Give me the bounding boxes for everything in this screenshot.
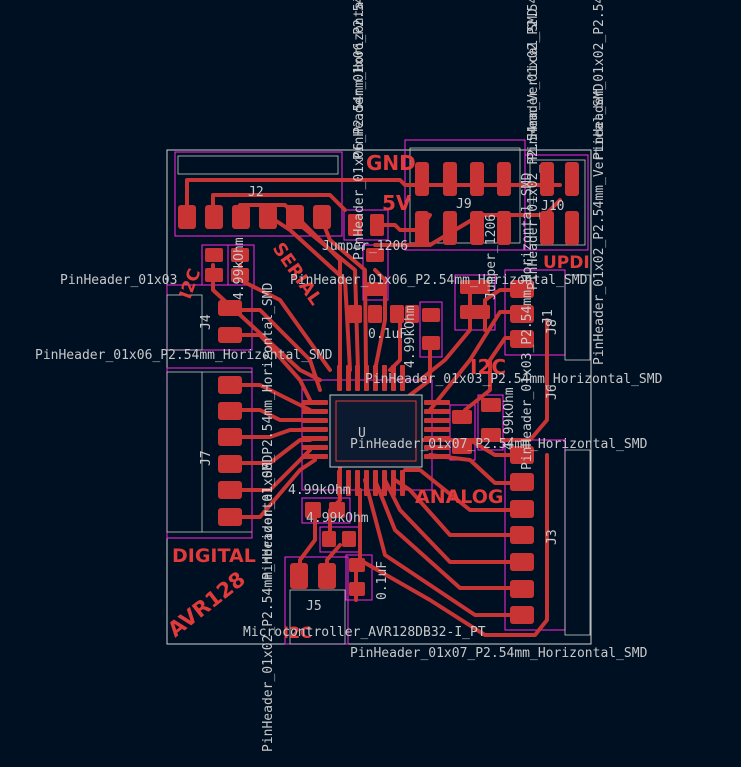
value-header-bottom: PinHeader_01x07_P2.54mm_Horizontal_SMD	[350, 646, 648, 661]
value-j5-vertical: PinHeader_01x02_P2.54mm_Horizontal_SMD	[261, 454, 276, 752]
value-j7-vertical: PinHeader_01x06_P2.54mm_Horizontal_SMD	[261, 282, 276, 580]
value-r-bottom-2: 4.99kOhm	[306, 511, 369, 526]
ref-j10: J10	[541, 199, 564, 214]
mcu-footprint	[302, 365, 450, 496]
value-r-right: 4.99kOhm	[502, 387, 517, 450]
value-j6-vertical: PinHeader_01x03_P2.54mm_Horizontal_SMD	[520, 172, 535, 470]
smd-pads	[178, 162, 579, 624]
value-header-serial: PinHeader_01x06_P2.54mm_Horizontal_SMD	[35, 348, 333, 363]
value-j9-vertical: PinHeader_01x02_P2.54mm_Vertical_SMD	[526, 8, 541, 290]
silk-digital: DIGITAL	[172, 545, 256, 567]
ref-j4: J4	[199, 314, 214, 330]
ref-j2: J2	[248, 185, 264, 200]
ref-j9: J9	[456, 197, 472, 212]
silk-i2c-right: I2C	[470, 355, 506, 379]
value-c-bottom: 0.1uF	[375, 561, 390, 600]
value-header-serial-2: PinHeader_01x06_P2.54mm_Horizontal_SMD	[290, 273, 588, 288]
value-j2-vertical: PinHeader_01x06_P2.54mm_Horizontal_SMD	[352, 0, 367, 260]
value-j2-top-vertical: PinHeader_01x06_P2.54mm_Horizontal_SMD	[352, 0, 367, 160]
value-j10-top-vertical: PinHeader_01x02_P2.54mm_Horizontal_SMD	[592, 0, 607, 160]
value-jumper-right: Jumper_1206	[484, 214, 499, 300]
value-c-top: 0.1uF	[368, 327, 407, 342]
ref-j7: J7	[199, 450, 214, 466]
ref-j5: J5	[306, 599, 322, 614]
ref-j1: J1	[541, 309, 556, 325]
silk-updi: UPDI	[543, 253, 590, 273]
silk-gnd: GND	[366, 151, 416, 175]
silk-analog: ANALOG	[415, 486, 504, 508]
silk-5v: 5V	[382, 191, 412, 215]
value-header-i2c-right: PinHeader_01x03_P2.54mm_Horizontal_SMD	[365, 372, 663, 387]
silk-avr128: AVR128	[163, 567, 250, 642]
silk-i2c-bottom: I2C	[283, 623, 312, 642]
value-header-i2c-left: PinHeader_01x03	[60, 273, 177, 288]
ref-j8: J8	[545, 319, 560, 335]
value-jumper-top: Jumper_1206	[322, 239, 408, 254]
ref-j3: J3	[545, 529, 560, 545]
value-r-top-2: 4.99kOhm	[403, 305, 418, 368]
value-r-top-1: 4.99kOhm	[232, 237, 247, 300]
silk-i2c-left: I2C	[176, 266, 205, 302]
value-j9-top-vertical: PinHeader_01x02_P2.54mm_Vertical_SMD	[526, 0, 541, 160]
value-header-analog: PinHeader_01x07_P2.54mm_Horizontal_SMD	[350, 437, 648, 452]
value-j10-vertical: PinHeader_01x02_P2.54mm_Vertical_SMD	[592, 83, 607, 365]
ref-j6: J6	[545, 384, 560, 400]
value-r-bottom-1: 4.99kOhm	[288, 483, 351, 498]
ref-u: U	[358, 426, 366, 441]
value-mcu: Microcontroller_AVR128DB32-I_PT	[243, 625, 486, 640]
fab-outlines	[166, 147, 591, 645]
